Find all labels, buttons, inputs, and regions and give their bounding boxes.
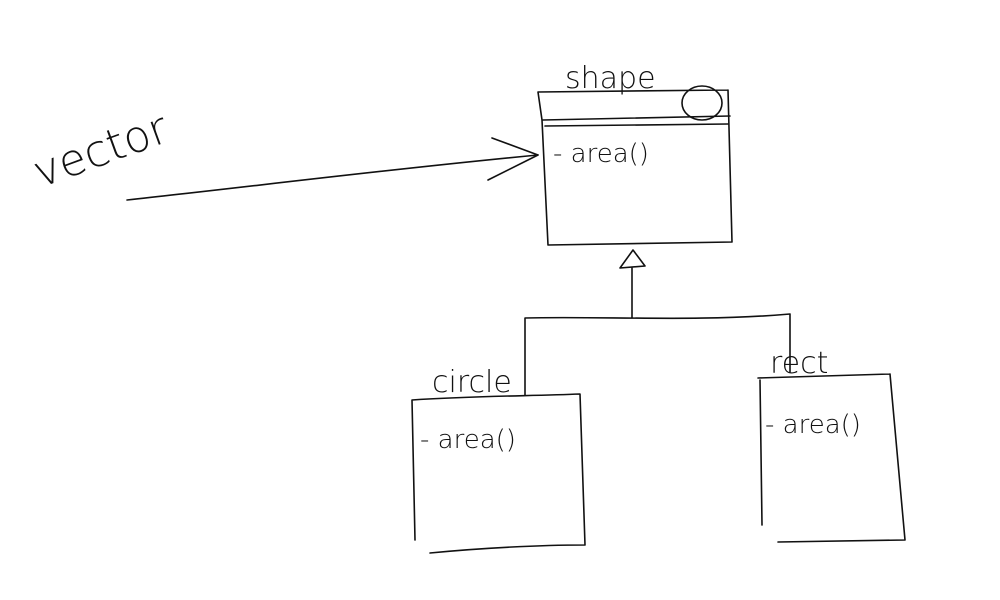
arrow-head-icon — [487, 137, 539, 181]
shape-method: - area() — [553, 139, 649, 169]
circle-method: - area() — [420, 425, 516, 455]
rect-class-title: rect — [770, 346, 828, 381]
inheritance-lines — [524, 267, 791, 396]
circle-class-box: circle - area() — [411, 365, 586, 554]
rect-method: - area() — [765, 410, 861, 440]
circle-class-title: circle — [432, 365, 512, 400]
shape-class-box: shape - area() — [537, 61, 733, 246]
vector-label: vector — [26, 102, 175, 198]
inheritance-triangle-icon — [619, 249, 646, 269]
association-arrow-line — [126, 154, 539, 201]
rect-class-box: rect - area() — [757, 346, 906, 543]
